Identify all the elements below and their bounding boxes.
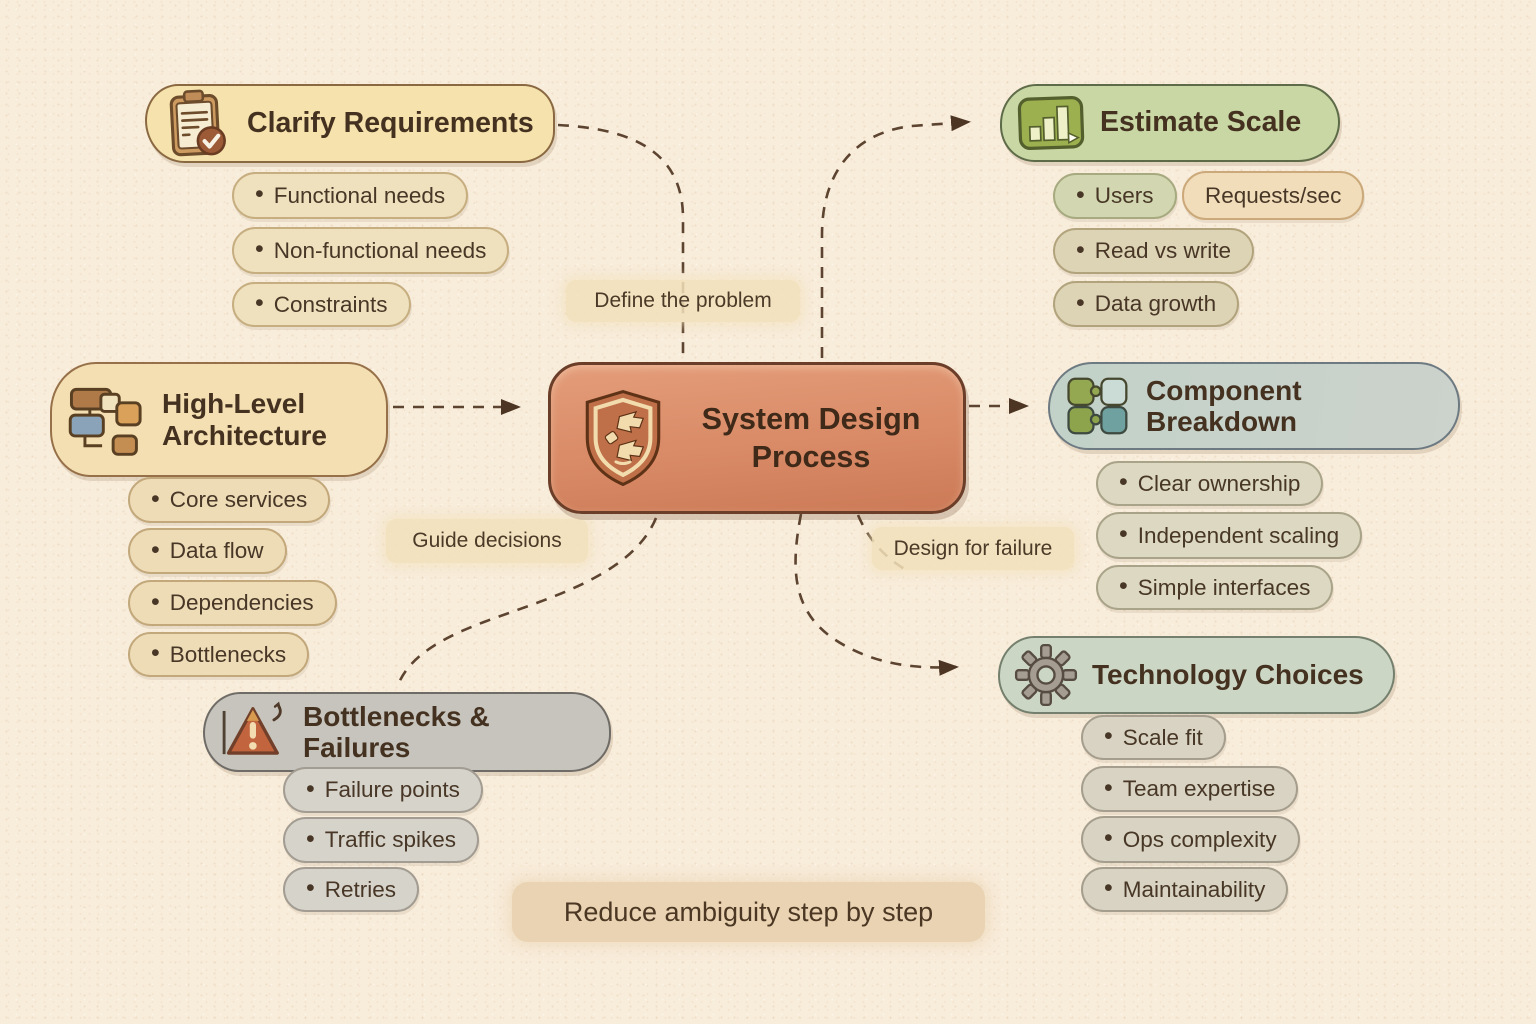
bullet-functional-needs: Functional needs xyxy=(232,172,469,219)
bullet-scale-fit: Scale fit xyxy=(1081,715,1226,760)
node-technology-choices: Technology Choices xyxy=(998,636,1395,714)
edge-label-define-problem: Define the problem xyxy=(566,280,800,322)
bullet-traffic-spikes: Traffic spikes xyxy=(283,817,480,863)
bullet-team-expertise: Team expertise xyxy=(1081,766,1299,812)
bullet-failure-points: Failure points xyxy=(283,767,483,813)
bullet-dependencies: Dependencies xyxy=(128,580,337,626)
bar-chart-icon xyxy=(1016,93,1086,153)
clipboard-check-icon xyxy=(161,88,233,160)
bullet-requests-per-sec: Requests/sec xyxy=(1182,171,1365,220)
puzzle-icon xyxy=(1064,375,1132,437)
bullet-non-functional-needs: Non-functional needs xyxy=(232,227,510,274)
bullet-ops-complexity: Ops complexity xyxy=(1081,816,1300,863)
bullet-constraints: Constraints xyxy=(232,282,411,327)
center-title: System Design Process xyxy=(701,401,921,474)
bullet-simple-interfaces: Simple interfaces xyxy=(1096,565,1334,610)
bullet-independent-scaling: Independent scaling xyxy=(1096,512,1363,559)
bullet-data-growth: Data growth xyxy=(1053,281,1240,327)
node-component-breakdown: Component Breakdown xyxy=(1048,362,1460,450)
node-system-design-process: System Design Process xyxy=(548,362,966,514)
bullet-clear-ownership: Clear ownership xyxy=(1096,461,1324,506)
footer-note: Reduce ambiguity step by step xyxy=(512,882,985,942)
bullet-data-flow: Data flow xyxy=(128,528,287,574)
node-estimate-scale: Estimate Scale xyxy=(1000,84,1340,162)
edge-center-to-estimate xyxy=(820,115,971,358)
node-title: Technology Choices xyxy=(1092,659,1364,691)
bullet-retries: Retries xyxy=(283,867,420,912)
node-title: Component Breakdown xyxy=(1146,374,1302,437)
shield-process-icon xyxy=(577,388,669,488)
gear-icon xyxy=(1014,643,1078,707)
edge-label-design-for-failure: Design for failure xyxy=(872,527,1074,570)
bullet-core-services: Core services xyxy=(128,477,331,523)
bullet-bottlenecks: Bottlenecks xyxy=(128,632,310,677)
bullet-maintainability: Maintainability xyxy=(1081,867,1289,912)
edge-center-to-bottlenecks xyxy=(395,517,658,689)
node-title: Clarify Requirements xyxy=(247,106,534,139)
node-title: Estimate Scale xyxy=(1100,106,1302,139)
bullet-users: Users xyxy=(1053,173,1177,219)
edge-label-guide-decisions: Guide decisions xyxy=(386,519,588,563)
node-bottlenecks-failures: Bottlenecks & Failures xyxy=(203,692,611,772)
node-title: High-Level Architecture xyxy=(162,388,327,451)
node-high-level-architecture: High-Level Architecture xyxy=(50,362,388,477)
bullet-read-vs-write: Read vs write xyxy=(1053,228,1255,274)
node-title: Bottlenecks & Failures xyxy=(303,700,490,763)
edge-clarify-to-center xyxy=(557,123,685,358)
flowchart-icon xyxy=(66,382,148,458)
warning-icon xyxy=(219,701,289,763)
node-clarify-requirements: Clarify Requirements xyxy=(145,84,555,163)
edge-center-to-technology xyxy=(794,513,959,676)
